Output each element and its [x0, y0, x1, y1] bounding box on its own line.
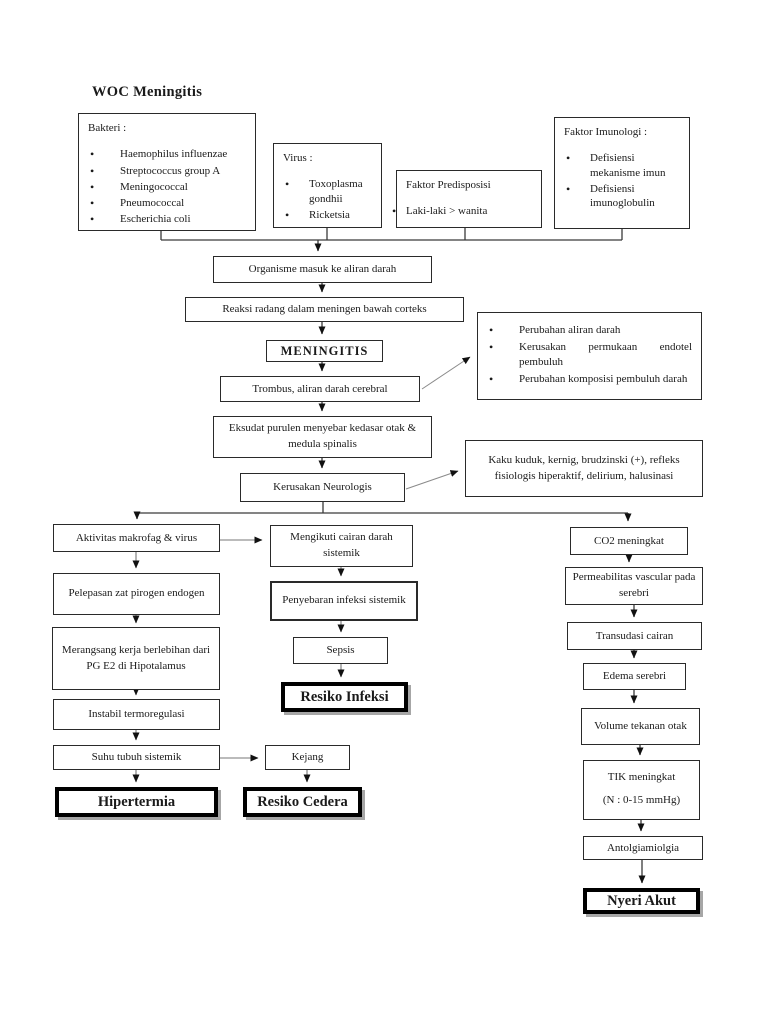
list-item: Toxoplasma gondhii: [283, 177, 372, 206]
node-label: Suhu tubuh sistemik: [91, 751, 182, 764]
list-item: Laki-laki > wanita: [392, 204, 532, 220]
node-aktivitas: Aktivitas makrofag & virus: [53, 524, 220, 552]
tik-line1: TIK meningkat: [607, 771, 676, 783]
node-reaksi-radang: Reaksi radang dalam meningen bawah corte…: [185, 297, 464, 322]
list-item: Streptococcus group A: [88, 164, 246, 180]
list-item: Meningococcal: [88, 180, 246, 196]
node-kerusakan-neurologis: Kerusakan Neurologis: [240, 473, 405, 502]
node-mengikuti: Mengikuti cairan darah sistemik: [270, 525, 413, 567]
list-item: Pneumococcal: [88, 196, 246, 212]
node-merangsang: Merangsang kerja berlebihan dari PG E2 d…: [52, 627, 220, 690]
node-label: Kerusakan Neurologis: [273, 481, 372, 494]
node-label: CO2 meningkat: [594, 534, 664, 547]
node-label: Kaku kuduk, kernig, brudzinski (+), refl…: [488, 453, 680, 482]
node-label: MENINGITIS: [280, 343, 369, 358]
node-label: Hipertermia: [97, 793, 176, 810]
node-perubahan: Perubahan aliran darah Kerusakan permuka…: [477, 312, 702, 400]
node-resiko-cedera: Resiko Cedera: [243, 787, 362, 817]
node-label: Transudasi cairan: [595, 629, 674, 642]
node-virus: Virus : Toxoplasma gondhii Ricketsia: [273, 143, 382, 228]
node-label: Merangsang kerja berlebihan dari PG E2 d…: [61, 643, 211, 672]
list-item: Escherichia coli: [88, 212, 246, 228]
node-tik-meningkat: TIK meningkat (N : 0-15 mmHg): [583, 760, 700, 820]
node-penyebaran: Penyebaran infeksi sistemik: [270, 581, 418, 621]
node-label: Sepsis: [326, 644, 355, 657]
node-transudasi: Transudasi cairan: [567, 622, 702, 650]
node-faktor-imunologi: Faktor Imunologi : Defisiensi mekanisme …: [554, 117, 690, 229]
node-trombus: Trombus, aliran darah cerebral: [220, 376, 420, 402]
bakteri-title: Bakteri :: [88, 122, 127, 134]
list-item: Ricketsia: [283, 208, 372, 224]
node-label: Instabil termoregulasi: [88, 708, 185, 721]
node-label: Aktivitas makrofag & virus: [75, 531, 198, 544]
node-label: Resiko Infeksi: [300, 688, 389, 705]
node-label: Penyebaran infeksi sistemik: [282, 594, 406, 607]
node-label: Permeabilitas vascular pada serebri: [572, 571, 696, 599]
node-co2: CO2 meningkat: [570, 527, 688, 555]
node-sepsis: Sepsis: [293, 637, 388, 664]
faktor-imunologi-list: Defisiensi mekanisme imun Defisiensi imu…: [564, 151, 680, 210]
node-organisme: Organisme masuk ke aliran darah: [213, 256, 432, 283]
node-label: Nyeri Akut: [607, 892, 676, 909]
node-faktor-predisposisi: Faktor Predisposisi Laki-laki > wanita: [392, 170, 542, 228]
node-label: Pelepasan zat pirogen endogen: [68, 587, 205, 600]
list-item: Haemophilus influenzae: [88, 147, 246, 163]
node-antolgiamiolgia: Antolgiamiolgia: [583, 836, 703, 860]
node-permeabilitas: Permeabilitas vascular pada serebri: [565, 567, 703, 605]
node-bakteri: Bakteri : Haemophilus influenzae Strepto…: [78, 113, 256, 231]
faktor-predisposisi-list: Laki-laki > wanita: [392, 204, 532, 220]
virus-list: Toxoplasma gondhii Ricketsia: [283, 177, 372, 224]
node-label: Edema serebri: [602, 670, 667, 683]
list-item: Kerusakan permukaan endotel pembuluh: [487, 340, 692, 369]
node-kaku-kuduk: Kaku kuduk, kernig, brudzinski (+), refl…: [465, 440, 703, 497]
list-item: Perubahan aliran darah: [487, 323, 692, 339]
page-title: WOC Meningitis: [92, 84, 203, 100]
virus-title: Virus :: [283, 152, 313, 164]
tik-line2: (N : 0-15 mmHg): [602, 794, 681, 807]
node-volume-tekanan: Volume tekanan otak: [581, 708, 700, 745]
node-instabil: Instabil termoregulasi: [53, 699, 220, 730]
node-label: Kejang: [291, 751, 324, 764]
list-item: Defisiensi imunoglobulin: [564, 182, 680, 211]
node-resiko-infeksi: Resiko Infeksi: [281, 682, 408, 712]
node-pelepasan: Pelepasan zat pirogen endogen: [53, 573, 220, 615]
node-nyeri-akut: Nyeri Akut: [583, 888, 700, 914]
bakteri-list: Haemophilus influenzae Streptococcus gro…: [88, 147, 246, 228]
node-label: Organisme masuk ke aliran darah: [248, 263, 397, 276]
faktor-imunologi-title: Faktor Imunologi :: [564, 126, 648, 138]
node-hipertermia: Hipertermia: [55, 787, 218, 817]
node-label: Reaksi radang dalam meningen bawah corte…: [222, 303, 427, 316]
node-label: Eksudat purulen menyebar kedasar otak & …: [228, 422, 417, 450]
node-suhu-tubuh: Suhu tubuh sistemik: [53, 745, 220, 770]
node-eksudat: Eksudat purulen menyebar kedasar otak & …: [213, 416, 432, 458]
list-item: Defisiensi mekanisme imun: [564, 151, 680, 180]
node-label: Mengikuti cairan darah sistemik: [290, 531, 393, 559]
faktor-predisposisi-title: Faktor Predisposisi: [406, 179, 491, 191]
node-label: Resiko Cedera: [257, 793, 348, 810]
node-label: Trombus, aliran darah cerebral: [252, 382, 388, 395]
node-kejang: Kejang: [265, 745, 350, 770]
node-label: Volume tekanan otak: [594, 719, 687, 732]
list-item: Perubahan komposisi pembuluh darah: [487, 372, 692, 388]
perubahan-list: Perubahan aliran darah Kerusakan permuka…: [487, 323, 692, 388]
node-label: Antolgiamiolgia: [606, 841, 680, 854]
node-meningitis: MENINGITIS: [266, 340, 383, 362]
node-edema: Edema serebri: [583, 663, 686, 690]
